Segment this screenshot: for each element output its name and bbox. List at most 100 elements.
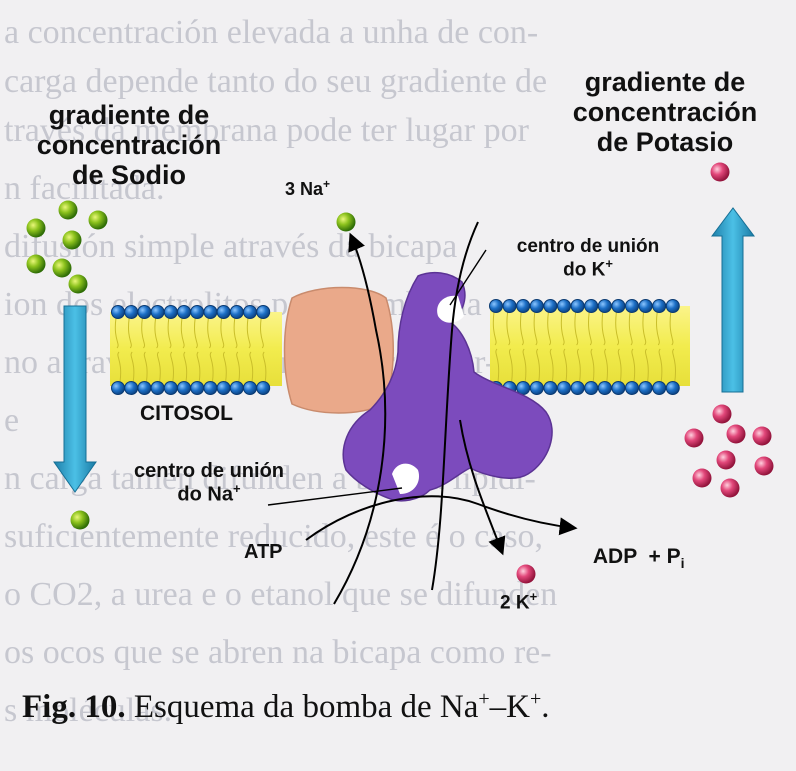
sodium-ion xyxy=(52,258,72,278)
k-site-pointer xyxy=(449,249,487,306)
na-site-pointer xyxy=(267,487,403,506)
lipid-head xyxy=(584,381,599,395)
potassium-ion xyxy=(710,162,730,182)
k-site-line2: do K xyxy=(563,259,606,281)
lipid-head xyxy=(597,381,612,395)
lipid-tail xyxy=(628,311,636,383)
figure-number: Fig. 10. xyxy=(22,689,126,725)
potassium-ion xyxy=(692,468,712,488)
sodium-gradient-line: de Sodio xyxy=(72,160,186,191)
caption-end: . xyxy=(541,689,550,725)
membrane-left xyxy=(110,312,282,386)
lipid-head xyxy=(516,381,531,395)
lipid-head xyxy=(111,305,125,319)
na-binding-site-label: centro de unión do Na+ xyxy=(104,460,314,506)
lipid-head xyxy=(163,305,178,319)
membrane-right xyxy=(490,306,690,386)
potassium-ion xyxy=(720,478,740,498)
potassium-gradient-label: gradiente de concentración de Potasio xyxy=(545,67,785,158)
caption-text: Esquema da bomba de Na xyxy=(125,689,479,725)
adp-subscript: i xyxy=(680,554,685,571)
lipid-tails xyxy=(114,311,676,383)
potassium-gradient-arrow xyxy=(711,207,755,393)
lipid-tail xyxy=(154,317,161,383)
k-binding-site-label: centro de unión do K+ xyxy=(488,236,688,281)
lipid-tail xyxy=(560,311,568,383)
potassium-ion xyxy=(516,564,536,584)
na-binding-site xyxy=(392,463,420,494)
sodium-ion xyxy=(68,274,88,294)
lipid-tail xyxy=(492,311,500,383)
lipid-head xyxy=(243,381,257,395)
potassium-in-label: 2 K+ xyxy=(500,589,537,614)
atp-label: ATP xyxy=(244,541,283,563)
lipid-tail xyxy=(656,311,663,383)
lipid-head xyxy=(190,305,205,319)
potassium-gradient-line: gradiente de xyxy=(584,67,746,97)
sodium-ion xyxy=(26,254,46,274)
lipid-head xyxy=(652,381,667,395)
lipid-head xyxy=(570,381,585,395)
potassium-gradient-line: concentración xyxy=(572,97,758,128)
lipid-head xyxy=(597,299,612,313)
lipid-head xyxy=(124,381,139,395)
lipid-head xyxy=(502,299,517,313)
lipid-head xyxy=(557,299,571,313)
lipid-head xyxy=(611,381,626,395)
lipid-head xyxy=(665,381,680,395)
lipid-head xyxy=(203,305,218,319)
k-site-line1: centro de unión xyxy=(516,236,660,257)
lipid-head xyxy=(190,381,205,395)
lipid-tail xyxy=(615,311,622,383)
lipid-head xyxy=(137,305,152,319)
potassium-ion xyxy=(716,450,736,470)
lipid-head xyxy=(177,381,191,395)
lipid-head xyxy=(229,305,244,319)
lipid-head xyxy=(216,381,231,395)
lipid-head xyxy=(216,305,231,319)
sodium-ion xyxy=(336,212,356,232)
caption-dash: –K xyxy=(489,689,531,725)
lipid-head xyxy=(625,299,639,313)
lipid-head xyxy=(229,381,244,395)
sodium-out-charge: + xyxy=(323,177,331,191)
lipid-head xyxy=(137,381,152,395)
atp-to-adp-arrow xyxy=(305,495,578,541)
lipid-tail xyxy=(588,311,595,383)
sodium-ion xyxy=(88,210,108,230)
k-binding-site xyxy=(437,295,464,323)
potassium-in-text: 2 K xyxy=(500,592,530,614)
lipid-head xyxy=(557,381,571,395)
lipid-head xyxy=(489,299,503,313)
lipid-head xyxy=(150,381,165,395)
lipid-head xyxy=(516,299,531,313)
sodium-ion xyxy=(70,510,90,530)
na-site-line1: centro de unión xyxy=(134,460,284,482)
lipid-head xyxy=(256,381,271,395)
adp-text: ADP + P xyxy=(592,544,681,568)
sodium-ion xyxy=(58,200,78,220)
sodium-out-label: 3 Na+ xyxy=(285,177,331,199)
lipid-tail xyxy=(506,311,513,383)
potassium-ion xyxy=(712,404,732,424)
lipid-head xyxy=(652,299,667,313)
lipid-tail xyxy=(260,317,267,383)
potassium-ions xyxy=(516,162,774,584)
lipid-head xyxy=(529,299,544,313)
sodium-gradient-line: gradiente de xyxy=(48,100,210,130)
sodium-gradient-label: gradiente de concentración de Sodio xyxy=(14,100,244,191)
na-site-line2: do Na xyxy=(177,484,233,507)
potassium-ion xyxy=(684,428,704,448)
lipid-head xyxy=(611,299,626,313)
lipid-tail xyxy=(233,317,240,383)
lipid-tail xyxy=(669,311,676,383)
cytosol-label: CITOSOL xyxy=(140,402,233,425)
sodium-gradient-arrow xyxy=(53,305,97,493)
lipid-head xyxy=(638,299,653,313)
k-site-charge: + xyxy=(605,256,613,272)
lipid-tail xyxy=(601,311,608,383)
lipid-tail xyxy=(180,317,188,383)
lipid-head xyxy=(111,381,125,395)
lipid-tail xyxy=(574,311,581,383)
